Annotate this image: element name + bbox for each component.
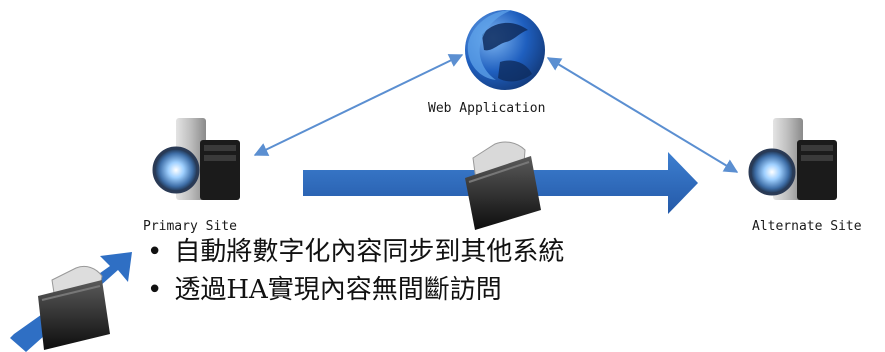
bullet-item: 自動將數字化內容同步到其他系統 [147, 233, 564, 271]
server-tower-icon [152, 118, 240, 200]
link-arrow-web-alternate [546, 57, 739, 173]
bullet-item: 透過HA實現內容無間斷訪問 [147, 271, 564, 309]
link-arrow-primary-web [253, 54, 464, 156]
server-tower-icon [748, 118, 837, 200]
web-application-label: Web Application [428, 101, 546, 116]
alternate-site-label: Alternate Site [752, 219, 862, 234]
folder-icon [465, 141, 541, 230]
firefox-globe-icon [465, 10, 545, 90]
feature-bullet-list: 自動將數字化內容同步到其他系統 透過HA實現內容無間斷訪問 [147, 233, 564, 309]
folder-icon [38, 265, 110, 350]
primary-site-label: Primary Site [143, 219, 237, 234]
